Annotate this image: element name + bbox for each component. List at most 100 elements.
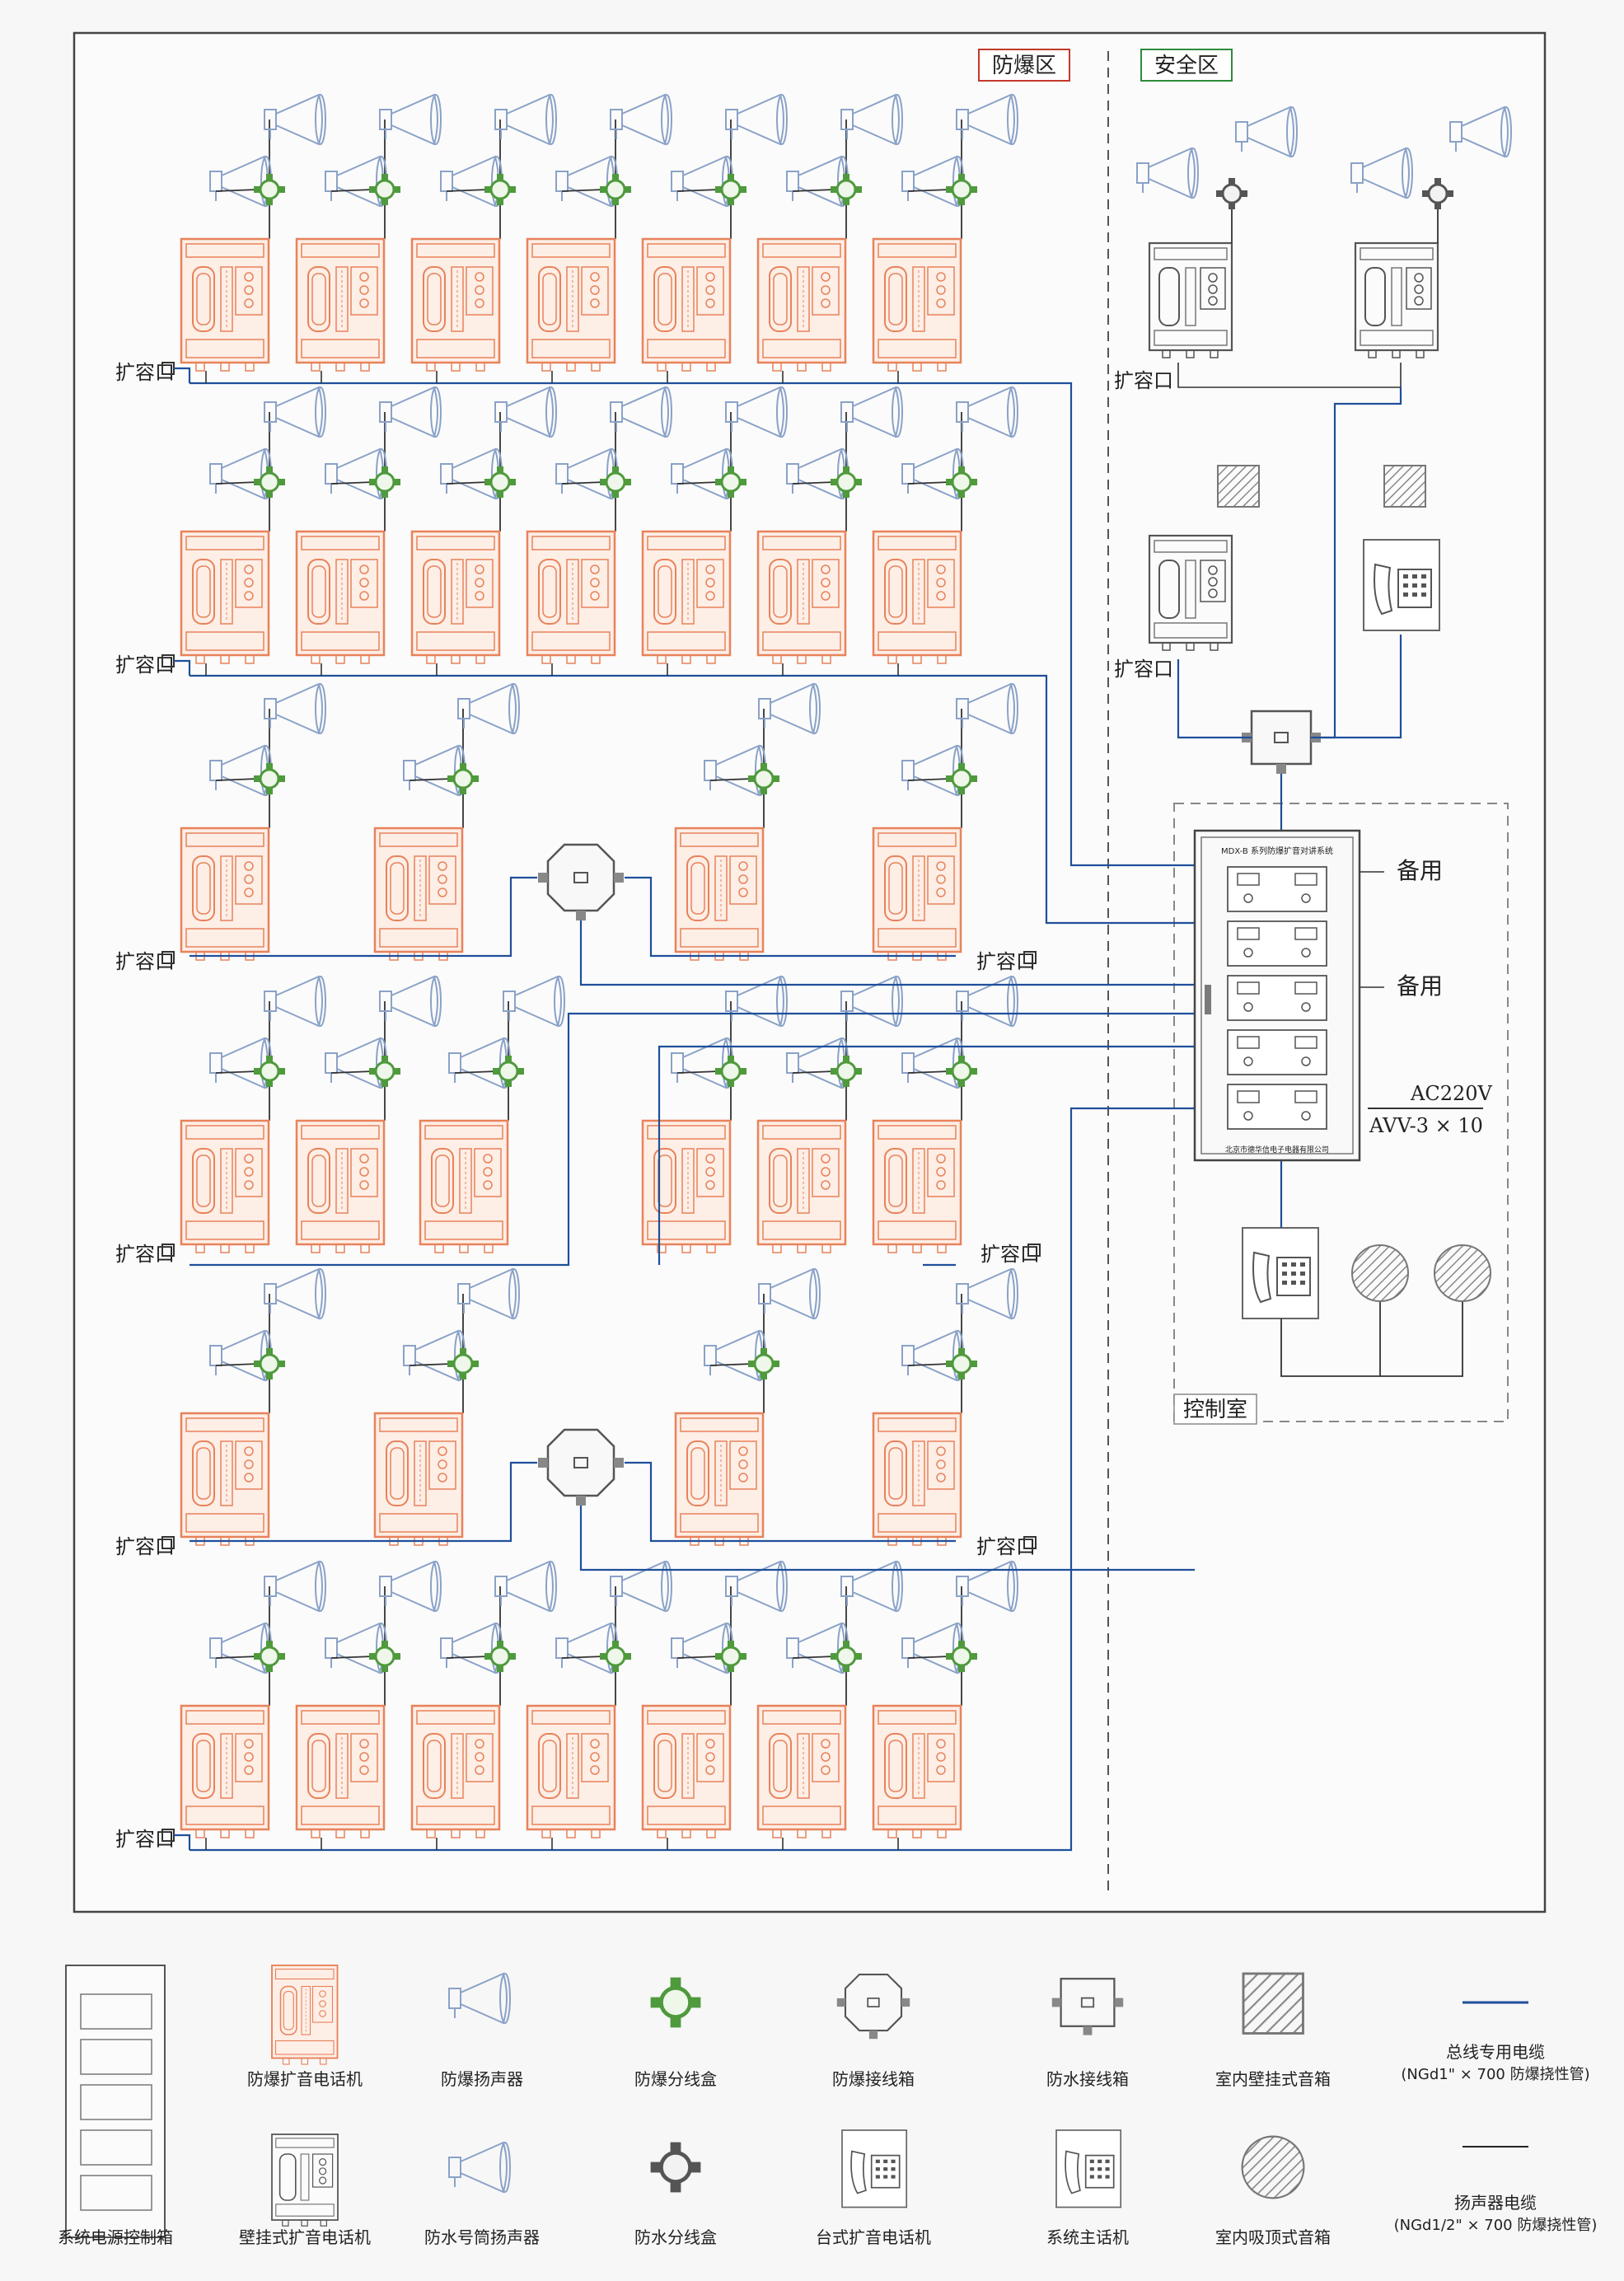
phone-unit bbox=[872, 386, 1018, 665]
control-room-devices bbox=[1242, 1227, 1491, 1377]
cable bbox=[190, 1012, 1195, 1267]
cabinet-maker: 北京市德华信电子电器有限公司 bbox=[1225, 1145, 1329, 1155]
cable bbox=[1321, 635, 1402, 739]
ex-phone-icon bbox=[872, 1412, 962, 1547]
cable bbox=[446, 1656, 489, 1659]
legend-label: 防爆扩音电话机 bbox=[247, 2069, 363, 2089]
wall-speaker-icon bbox=[1242, 1972, 1304, 2035]
phone-unit bbox=[295, 1561, 442, 1839]
legend-label: 系统电源控制箱 bbox=[58, 2227, 173, 2247]
ex-phone-icon bbox=[373, 1412, 464, 1547]
phone-unit bbox=[419, 976, 565, 1254]
module-knob bbox=[1243, 1111, 1253, 1121]
horn-speaker-icon bbox=[448, 2142, 511, 2193]
expansion-port-box bbox=[1023, 1536, 1037, 1549]
phone-unit bbox=[180, 976, 326, 1254]
master-phone-icon bbox=[1242, 1227, 1319, 1319]
cabinet-module bbox=[1227, 1084, 1327, 1130]
spare-label-1: 备用 bbox=[1397, 857, 1443, 884]
power-cabinet-icon bbox=[65, 1965, 166, 2238]
ex-phone-icon bbox=[756, 1119, 847, 1254]
phone-unit bbox=[641, 1561, 788, 1839]
wall-phone-icon bbox=[1148, 534, 1233, 652]
cabinet-module bbox=[1227, 975, 1327, 1021]
cabinet-handle bbox=[1205, 985, 1211, 1014]
legend-label: 扬声器电缆 bbox=[1454, 2193, 1537, 2213]
ex-phone-icon bbox=[526, 1704, 616, 1839]
legend-item: 防水号筒扬声器 bbox=[424, 2142, 540, 2247]
expansion-port-box bbox=[161, 951, 175, 964]
ex-terminal-box-icon bbox=[835, 1973, 911, 2040]
wall-speaker-icon bbox=[1383, 465, 1426, 508]
ex-phone-icon bbox=[295, 237, 386, 372]
phone-unit bbox=[756, 976, 903, 1254]
module-knob bbox=[1243, 948, 1253, 958]
module-slot bbox=[1237, 1090, 1260, 1103]
legend-item: 防水分线盒 bbox=[634, 2143, 717, 2247]
ex-phone-icon bbox=[295, 1704, 386, 1839]
ex-phone-icon bbox=[410, 530, 501, 665]
expansion-port-label: 扩容口 bbox=[1114, 369, 1173, 392]
cable bbox=[561, 481, 605, 485]
legend-label: 防爆扬声器 bbox=[441, 2069, 523, 2089]
legend-item: 防爆扩音电话机 bbox=[247, 1965, 363, 2089]
ex-phone-icon bbox=[295, 530, 386, 665]
ex-phone-icon bbox=[180, 827, 270, 962]
phone-unit bbox=[641, 976, 788, 1254]
phone-unit bbox=[872, 1561, 1018, 1839]
cable bbox=[658, 1045, 1195, 1265]
desk-phone-icon bbox=[841, 2129, 908, 2208]
expansion-port-label: 扩容口 bbox=[980, 1243, 1040, 1266]
module-slot bbox=[1294, 981, 1317, 995]
wall-speaker-icon bbox=[1217, 465, 1260, 508]
cable bbox=[792, 481, 835, 485]
legend-label: 防爆接线箱 bbox=[832, 2069, 915, 2089]
desk-phone-icon bbox=[1363, 539, 1440, 631]
phone-unit bbox=[373, 683, 520, 962]
phone-unit bbox=[872, 1268, 1018, 1547]
zone-label-box-ex bbox=[978, 49, 1070, 82]
cable bbox=[215, 1363, 259, 1366]
phone-unit bbox=[526, 94, 672, 372]
phone-unit bbox=[180, 94, 326, 372]
cable bbox=[330, 1070, 374, 1074]
cable bbox=[215, 189, 259, 192]
ex-phone-icon bbox=[756, 1704, 847, 1839]
phone-unit bbox=[373, 1268, 520, 1547]
cable bbox=[174, 1834, 191, 1850]
zone-label-safe: 安全区 bbox=[1154, 54, 1219, 78]
expansion-port-label: 扩容口 bbox=[115, 361, 175, 384]
ex-phone-icon bbox=[180, 237, 270, 372]
ex-phone-icon bbox=[641, 1119, 732, 1254]
module-slot bbox=[1294, 1090, 1317, 1103]
spare-label-2: 备用 bbox=[1397, 972, 1443, 1000]
ex-phone-icon bbox=[180, 530, 270, 665]
phone-unit bbox=[410, 1561, 557, 1839]
ex-phone-icon bbox=[526, 237, 616, 372]
control-room-label: 控制室 bbox=[1183, 1398, 1247, 1422]
cable bbox=[461, 1461, 537, 1543]
cable bbox=[579, 920, 1195, 986]
module-knob bbox=[1243, 893, 1253, 903]
cable bbox=[330, 189, 374, 192]
ex-phone-icon bbox=[872, 237, 962, 372]
ceiling-speaker-icon bbox=[1434, 1244, 1491, 1302]
phone-unit bbox=[872, 976, 1018, 1254]
expansion-port-label: 扩容口 bbox=[115, 950, 175, 973]
phone-unit bbox=[641, 386, 788, 665]
waterproof-terminal-box-icon bbox=[1051, 1978, 1125, 2036]
ex-phone-icon bbox=[641, 237, 732, 372]
cable bbox=[792, 1656, 835, 1659]
ex-phone-icon bbox=[271, 1965, 339, 2065]
expansion-port-label: 扩容口 bbox=[115, 1243, 175, 1266]
cable bbox=[709, 778, 753, 781]
ex-phone-icon bbox=[872, 827, 962, 962]
legend-item: 防爆扬声器 bbox=[441, 1973, 523, 2089]
cable bbox=[174, 659, 191, 676]
cable bbox=[330, 1656, 374, 1659]
cable bbox=[461, 876, 537, 958]
cable bbox=[676, 481, 720, 485]
legend-item: 防水接线箱 bbox=[1046, 1978, 1129, 2089]
module-knob bbox=[1301, 948, 1311, 958]
cable bbox=[409, 1363, 452, 1366]
